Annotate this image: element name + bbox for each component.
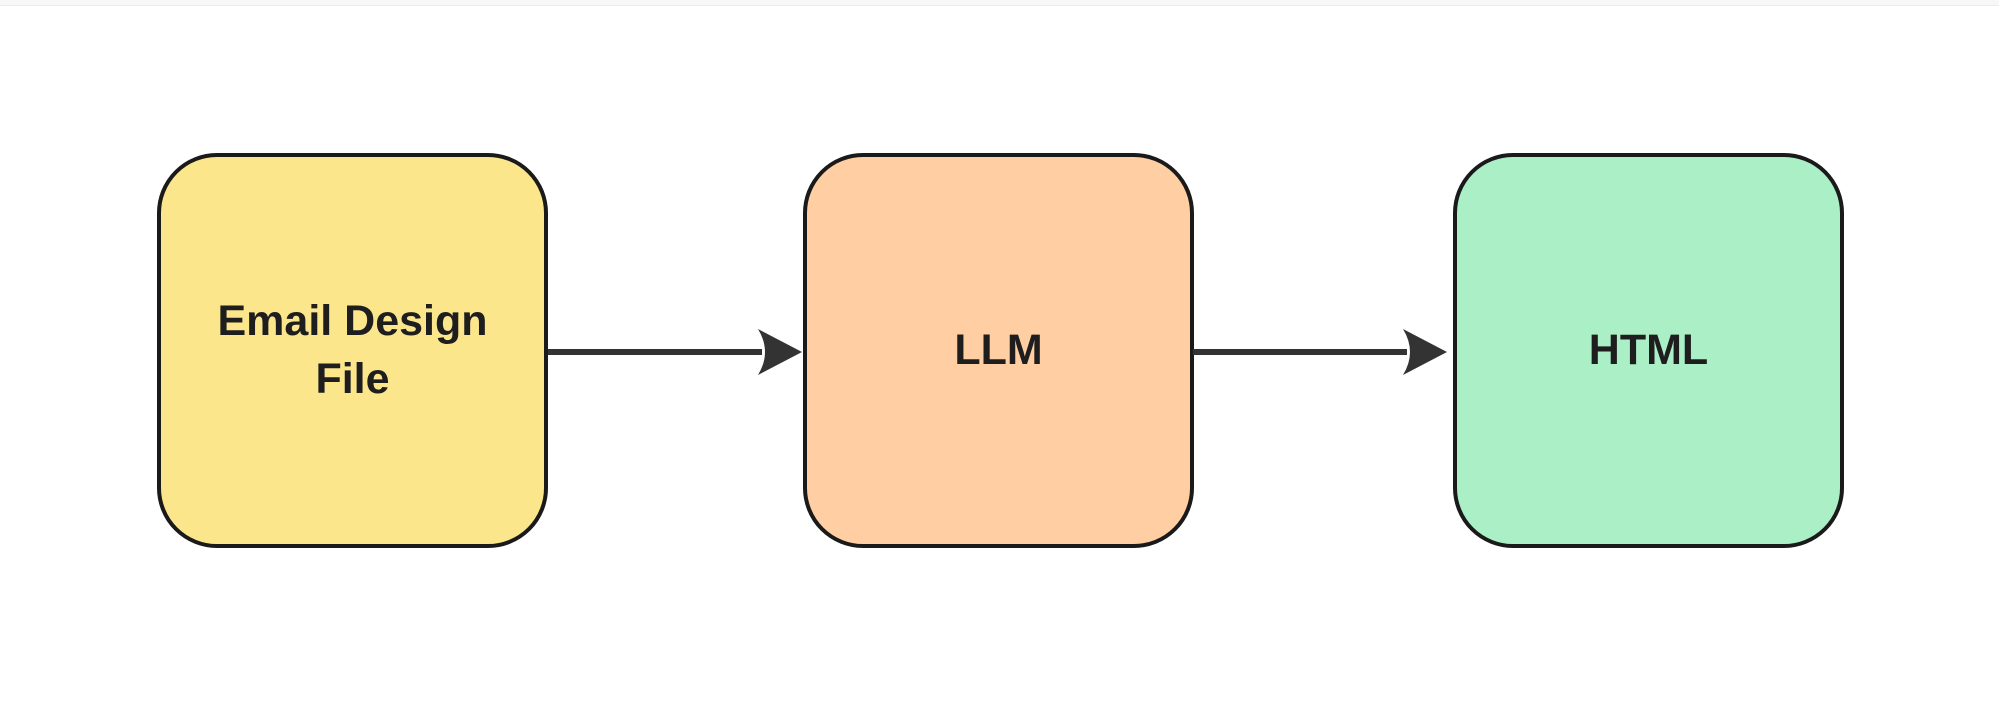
arrowhead-icon <box>758 329 802 375</box>
arrowhead-icon <box>1403 329 1447 375</box>
node-label-html: HTML <box>1588 325 1709 374</box>
node-label-llm: LLM <box>954 325 1043 374</box>
node-email-design-file[interactable]: Email Design File <box>157 153 548 548</box>
connector-llm-to-html[interactable] <box>1193 322 1450 382</box>
node-llm[interactable]: LLM <box>803 153 1194 548</box>
node-html[interactable]: HTML <box>1453 153 1844 548</box>
top-edge-divider <box>0 0 1999 6</box>
node-label-email-design-file: Email Design File <box>217 297 488 403</box>
connector-email-to-llm[interactable] <box>548 322 805 382</box>
